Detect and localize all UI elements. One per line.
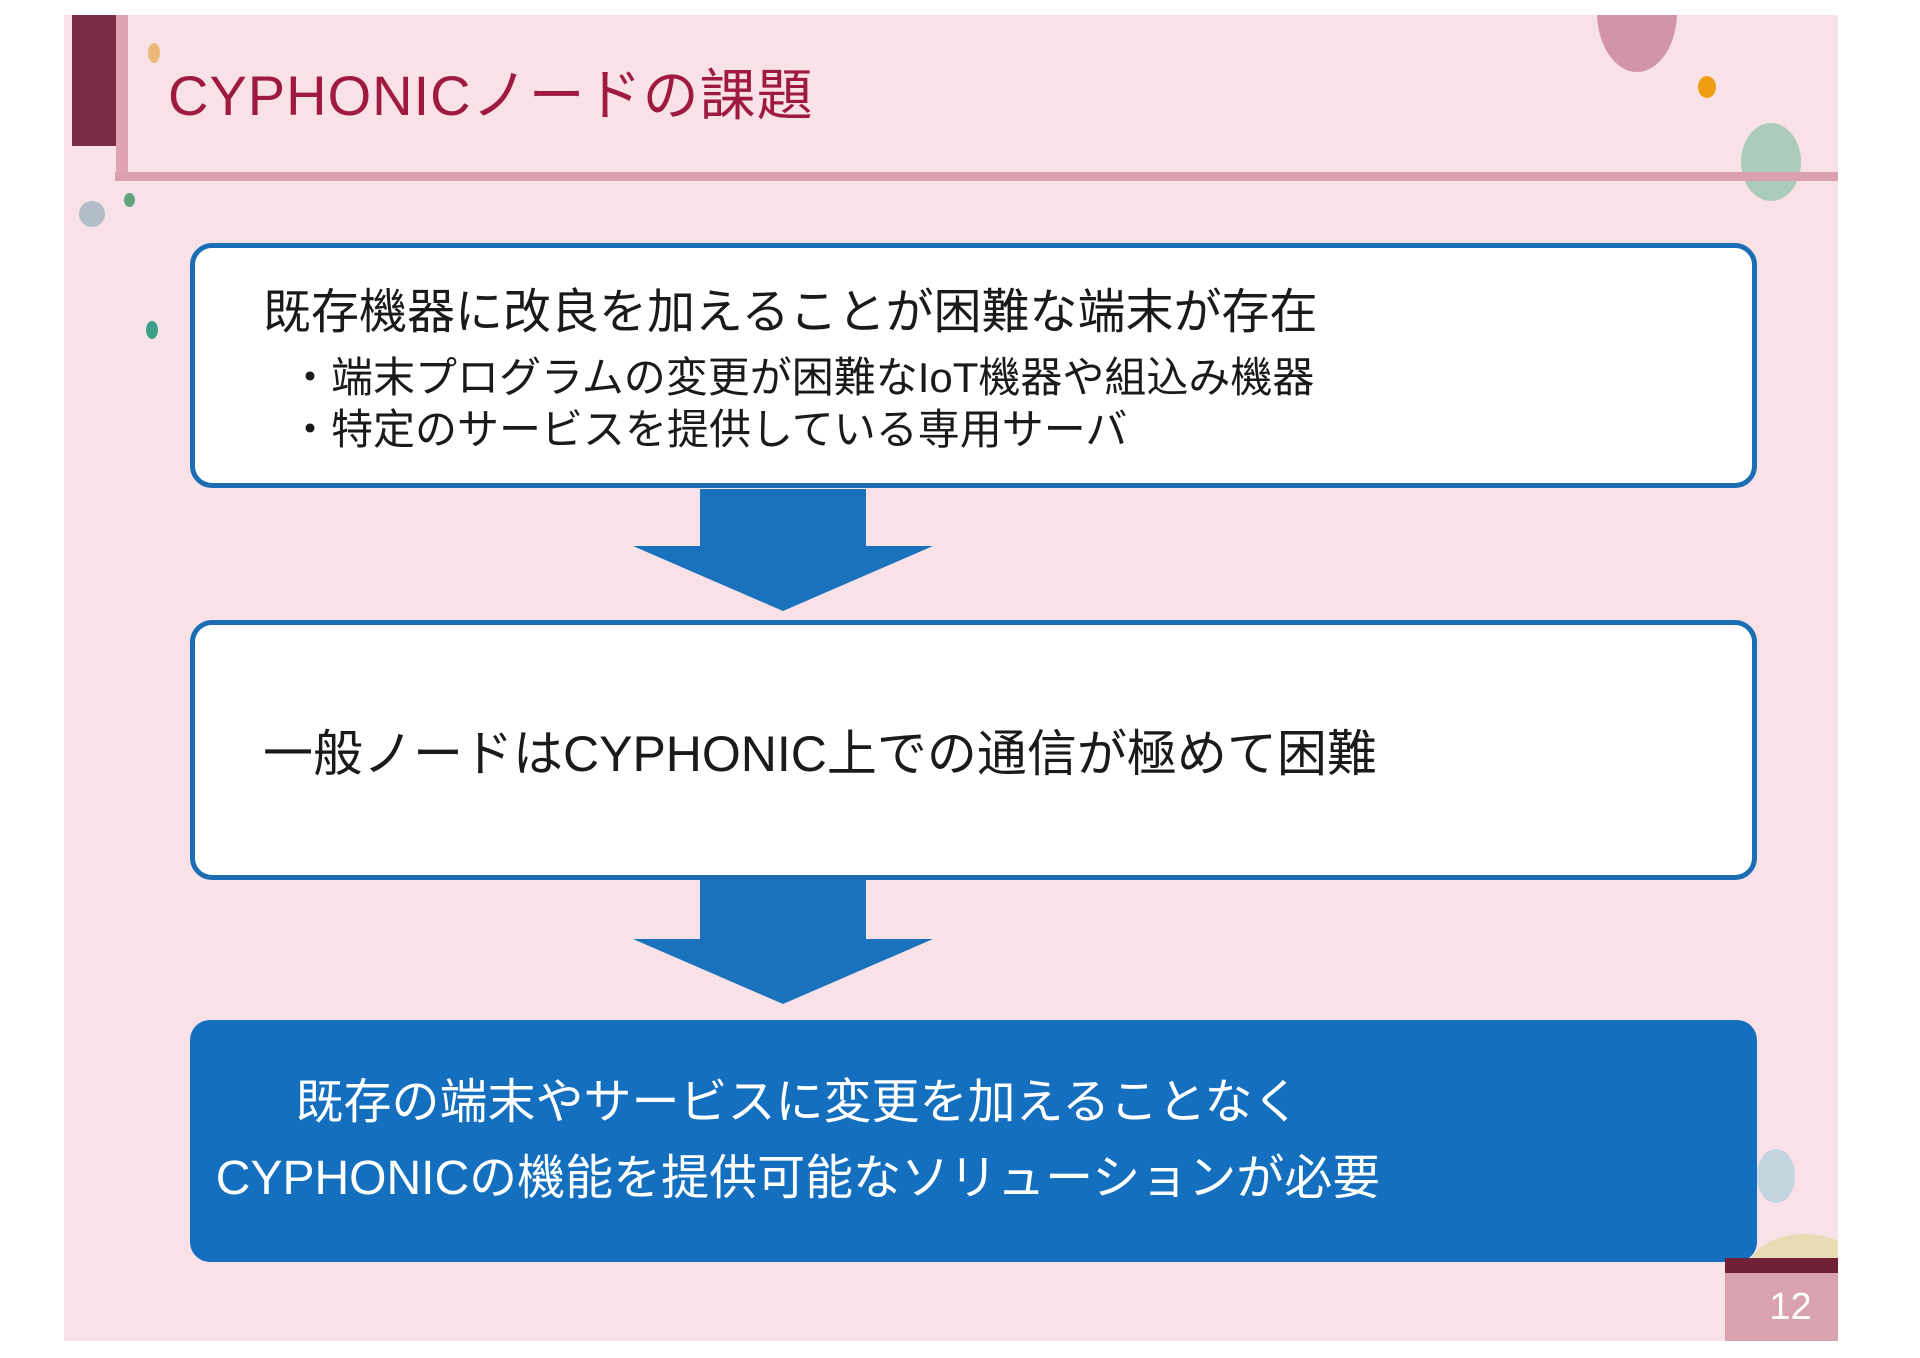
title-accent-dot: [148, 43, 160, 63]
page-number: 12: [1769, 1285, 1812, 1328]
deco-circle-teal: [146, 321, 158, 339]
slide-title: CYPHONICノードの課題: [168, 64, 814, 127]
down-arrow-icon: [633, 867, 933, 1004]
conclusion-line: CYPHONICの機能を提供可能なソリューションが必要: [215, 1152, 1381, 1205]
deco-circle-green: [124, 193, 135, 207]
problem-bullet: ・特定のサービスを提供している専用サーバ: [289, 406, 1128, 453]
issue-box: 一般ノードはCYPHONIC上での通信が極めて困難: [190, 620, 1757, 880]
deco-circle-rose: [1597, 15, 1677, 72]
slide: CYPHONICノードの課題 既存機器に改良を加えることが困難な端末が存在 ・端…: [64, 15, 1838, 1341]
conclusion-box: 既存の端末やサービスに変更を加えることなく CYPHONICの機能を提供可能なソ…: [190, 1020, 1757, 1262]
issue-text: 一般ノードはCYPHONIC上での通信が極めて困難: [263, 726, 1377, 782]
problem-bullet: ・端末プログラムの変更が困難なIoT機器や組込み機器: [289, 354, 1315, 401]
deco-circle-bottom-blue: [1757, 1149, 1795, 1203]
title-underline: [115, 172, 1838, 181]
conclusion-text-block: 既存の端末やサービスに変更を加えることなく CYPHONICの機能を提供可能なソ…: [190, 1020, 1406, 1262]
deco-circle-sage: [1741, 123, 1801, 201]
deco-circle-orange: [1698, 76, 1716, 98]
problem-box: 既存機器に改良を加えることが困難な端末が存在 ・端末プログラムの変更が困難なIo…: [190, 243, 1757, 488]
page-number-box: 12: [1725, 1258, 1838, 1341]
page-number-strip: [1725, 1258, 1838, 1273]
down-arrow-icon: [633, 489, 933, 611]
page-number-badge: 12: [1725, 1273, 1838, 1341]
conclusion-line: 既存の端末やサービスに変更を加えることなく: [295, 1076, 1301, 1129]
problem-bullet-list: ・端末プログラムの変更が困難なIoT機器や組込み機器 ・特定のサービスを提供して…: [289, 352, 1722, 456]
rose-accent-strip: [116, 15, 128, 173]
problem-heading: 既存機器に改良を加えることが困難な端末が存在: [263, 286, 1318, 339]
maroon-corner-block: [72, 15, 116, 146]
deco-circle-gray: [79, 201, 105, 227]
